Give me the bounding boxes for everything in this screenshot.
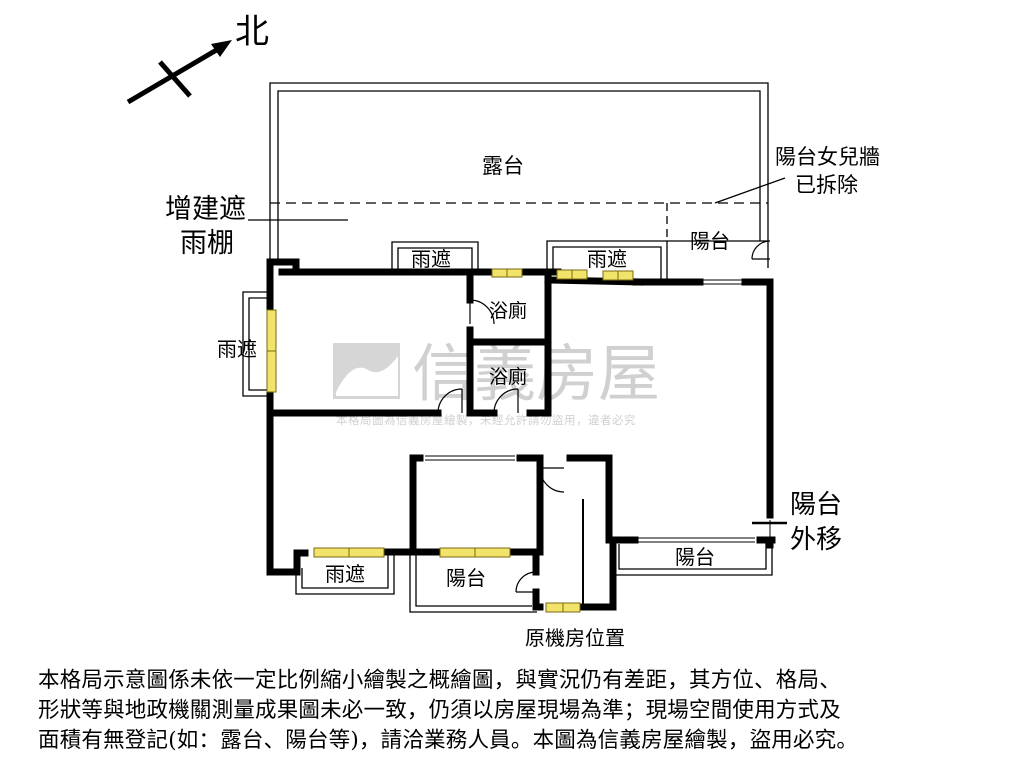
- windows: [266, 268, 634, 613]
- disclaimer-line-3: 面積有無登記(如：露台、陽台等)，請洽業務人員。本圖為信義房屋繪製，盜用必究。: [38, 728, 859, 753]
- sliding-doors: [425, 279, 771, 543]
- bathroom-2-label: 浴廁: [489, 365, 527, 388]
- terrace-outline: [269, 82, 769, 268]
- terrace-inner-outline: [277, 90, 761, 262]
- compass-cross-tick: [158, 60, 192, 98]
- disclaimer: 本格局示意圖係未依一定比例縮小繪製之概繪圖，與實況仍有差距，其方位、格局、 形狀…: [38, 666, 998, 756]
- floor-plan: 信義房屋 本格局圖為信義房屋繪製，未經允許請勿盜用，違者必究 北: [126, 12, 880, 650]
- canopy-s-label: 雨遮: [325, 562, 365, 586]
- disclaimer-line-2: 形狀等與地政機關測量成果圖未必一致，仍須以房屋現場為準；現場空間使用方式及: [38, 698, 841, 723]
- machine-room-label: 原機房位置: [525, 626, 625, 650]
- terrace-label: 露台: [482, 154, 524, 178]
- extension-canopy-label-1: 增建遮: [165, 194, 246, 225]
- balcony-se-label: 陽台: [675, 545, 715, 569]
- thin-outlines: [242, 82, 787, 613]
- brand-logo-icon: [333, 343, 400, 399]
- canopy-w-label: 雨遮: [217, 337, 257, 361]
- parapet-removed-label-2: 已拆除: [795, 173, 858, 197]
- disclaimer-line-1: 本格局示意圖係未依一定比例縮小繪製之概繪圖，與實況仍有差距，其方位、格局、: [38, 668, 841, 693]
- north-label: 北: [235, 12, 269, 52]
- room-labels: 露台 增建遮 雨棚 陽台女兒牆 已拆除 陽台 雨遮 雨遮 浴廁 浴廁 雨遮 陽台…: [165, 145, 880, 650]
- compass-arrow-shaft: [126, 42, 227, 105]
- extension-canopy-label-2: 雨棚: [180, 228, 234, 259]
- compass-arrow-head-icon: [211, 40, 232, 57]
- balcony-moved-label-2: 外移: [790, 525, 842, 555]
- door-swings: [437, 240, 771, 593]
- balcony-moved-label-1: 陽台: [790, 490, 842, 520]
- parapet-leader: [714, 177, 786, 204]
- bathroom-1-label: 浴廁: [489, 299, 527, 322]
- parapet-removed-label-1: 陽台女兒牆: [775, 145, 880, 169]
- walls: [266, 258, 776, 611]
- north-compass: 北: [126, 12, 269, 105]
- watermark-brand: 信義房屋: [412, 337, 660, 410]
- canopy-n1-label: 雨遮: [411, 247, 451, 271]
- canopy-n2-label: 雨遮: [587, 247, 627, 271]
- balcony-ne-label: 陽台: [690, 229, 730, 253]
- balcony-s-label: 陽台: [446, 566, 486, 590]
